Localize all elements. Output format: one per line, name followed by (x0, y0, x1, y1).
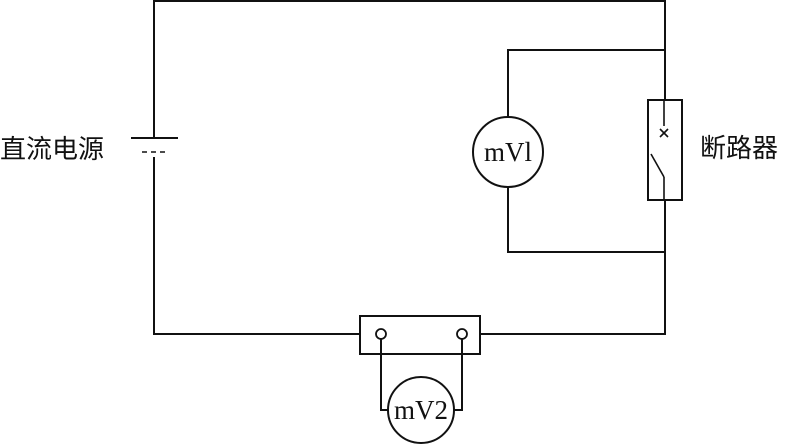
breaker-switch-blade (650, 153, 665, 178)
dc-source-label: 直流电源 (0, 135, 104, 165)
mv1-meter (472, 116, 544, 188)
breaker-x-b (659, 128, 669, 138)
dc-source-symbol (131, 137, 178, 153)
main-circuit-loop (153, 0, 666, 335)
breaker-symbol (647, 99, 683, 201)
mv1-branch: mVl (472, 49, 666, 253)
bottom-terminal-right (456, 328, 468, 340)
breaker-box (647, 99, 683, 201)
breaker-label: 断路器 (700, 134, 778, 164)
mv1-label: mVl (484, 137, 532, 167)
mv2-meter (387, 376, 455, 444)
mv2-branch: mV2 (380, 338, 463, 444)
mv2-label: mV2 (394, 395, 448, 425)
bottom-terminal-left (375, 328, 387, 340)
